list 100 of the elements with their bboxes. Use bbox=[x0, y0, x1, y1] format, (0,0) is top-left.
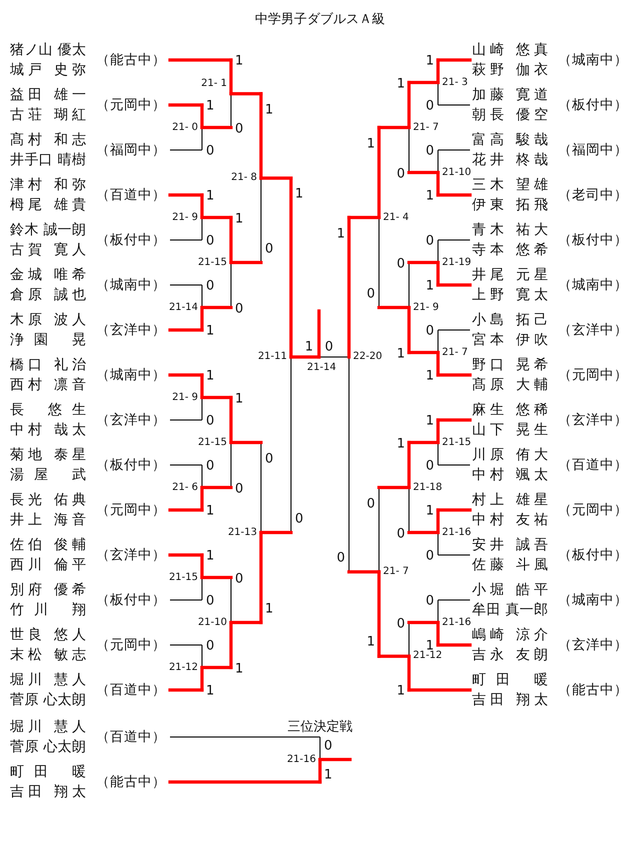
game-count: 0 bbox=[396, 167, 405, 180]
school-name: （板付中） bbox=[96, 456, 166, 475]
player-name: 長光 佑典 bbox=[10, 491, 86, 510]
school-name: （元岡中） bbox=[96, 501, 166, 520]
match-score: 21- 7 bbox=[413, 122, 439, 132]
school-name: （板付中） bbox=[558, 231, 628, 250]
game-count: 0 bbox=[265, 452, 274, 465]
school-name: （元岡中） bbox=[96, 96, 166, 115]
player-name: 井尾 元星 bbox=[472, 266, 548, 285]
player-name: 朝長 優空 bbox=[472, 106, 548, 125]
game-count: 1 bbox=[206, 684, 214, 698]
player-name: 長 悠生 bbox=[10, 401, 86, 420]
player-name: 髙村 和志 bbox=[10, 131, 86, 150]
match-score: 21-13 bbox=[228, 528, 257, 538]
player-name: 町田 暖 bbox=[472, 671, 548, 690]
game-count: 0 bbox=[235, 122, 244, 135]
match-score: 21- 0 bbox=[172, 122, 198, 132]
player-name: 伊東 拓飛 bbox=[472, 196, 548, 215]
game-count: 0 bbox=[426, 460, 434, 472]
player-name: 菊地 泰星 bbox=[10, 446, 86, 465]
game-count: 1 bbox=[235, 54, 244, 68]
player-name: 中村 哉太 bbox=[10, 421, 86, 440]
game-count: 1 bbox=[366, 137, 375, 150]
game-count: 1 bbox=[235, 392, 244, 405]
match-score: 21-11 bbox=[258, 352, 287, 362]
player-name: 吉田 翔太 bbox=[472, 691, 548, 710]
player-name: 野口 晃希 bbox=[472, 356, 548, 375]
player-name: 別府 優希 bbox=[10, 581, 86, 600]
player-name: 栂尾 雄貴 bbox=[10, 196, 86, 215]
game-count: 0 bbox=[206, 414, 214, 428]
game-count: 0 bbox=[206, 280, 214, 292]
player-name: 金城 唯希 bbox=[10, 266, 86, 285]
game-count: 1 bbox=[265, 602, 274, 615]
school-name: （板付中） bbox=[558, 546, 628, 565]
school-name: （玄洋中） bbox=[558, 636, 628, 655]
school-name: （城南中） bbox=[96, 276, 166, 295]
game-count: 0 bbox=[396, 527, 405, 540]
game-count: 0 bbox=[324, 340, 334, 354]
player-name: 末松 敏志 bbox=[10, 646, 86, 665]
match-score: 21- 6 bbox=[172, 482, 198, 492]
match-score: 21-19 bbox=[442, 258, 472, 268]
game-count: 0 bbox=[426, 234, 434, 248]
player-name: 小堀 皓平 bbox=[472, 581, 548, 600]
match-score: 21-10 bbox=[442, 168, 472, 178]
player-name: 小島 拓己 bbox=[472, 311, 548, 330]
player-name: 菅原 心太朗 bbox=[10, 691, 86, 710]
school-name: （百道中） bbox=[96, 186, 166, 205]
player-name: 古荘 瑚紅 bbox=[10, 106, 86, 125]
game-count: 1 bbox=[324, 768, 332, 782]
match-score: 21- 9 bbox=[172, 392, 198, 402]
match-score: 21-15 bbox=[198, 258, 227, 268]
school-name: （城南中） bbox=[96, 366, 166, 385]
game-count: 0 bbox=[295, 512, 304, 525]
player-name: 川原 侑大 bbox=[472, 446, 548, 465]
player-name: 城戸 史弥 bbox=[10, 61, 86, 80]
game-count: 1 bbox=[336, 227, 345, 240]
player-name: 吉永 友朗 bbox=[472, 646, 548, 665]
match-score: 21- 3 bbox=[442, 78, 468, 88]
match-score: 21-18 bbox=[413, 482, 442, 492]
match-score: 21- 4 bbox=[383, 212, 409, 222]
game-count: 0 bbox=[426, 100, 434, 112]
player-name: 猪ノ山 優太 bbox=[10, 41, 86, 60]
school-name: （玄洋中） bbox=[558, 321, 628, 340]
game-count: 0 bbox=[426, 550, 434, 562]
player-name: 萩野 伽衣 bbox=[472, 61, 548, 80]
game-count: 0 bbox=[235, 572, 244, 585]
player-name: 山下 晃生 bbox=[472, 421, 548, 440]
player-name: 上野 寛太 bbox=[472, 286, 548, 305]
game-count: 1 bbox=[265, 103, 274, 116]
school-name: （板付中） bbox=[96, 231, 166, 250]
player-name: 中村 颯太 bbox=[472, 466, 548, 485]
player-name: 湯屋 武 bbox=[10, 466, 86, 485]
match-score: 21-12 bbox=[413, 651, 442, 662]
game-count: 0 bbox=[366, 287, 375, 300]
match-score: 21-15 bbox=[442, 438, 472, 448]
player-name: 嶋崎 涼介 bbox=[472, 626, 548, 645]
player-name: 世良 悠人 bbox=[10, 626, 86, 645]
player-name: 佐伯 俊輔 bbox=[10, 536, 86, 555]
player-name: 宮本 伊吹 bbox=[472, 331, 548, 350]
player-name: 佐藤 斗風 bbox=[472, 556, 548, 575]
player-name: 堀川 慧人 bbox=[10, 671, 86, 690]
school-name: （福岡中） bbox=[96, 141, 166, 160]
school-name: （板付中） bbox=[558, 96, 628, 115]
game-count: 1 bbox=[206, 504, 214, 518]
school-name: （元岡中） bbox=[558, 366, 628, 385]
school-name: （百道中） bbox=[96, 728, 166, 747]
game-count: 1 bbox=[366, 636, 375, 649]
school-name: （玄洋中） bbox=[558, 411, 628, 430]
game-count: 1 bbox=[426, 190, 434, 202]
player-name: 牟田 真一郎 bbox=[472, 601, 548, 620]
school-name: （玄洋中） bbox=[96, 546, 166, 565]
game-count: 0 bbox=[206, 234, 214, 248]
player-name: 西村 凛音 bbox=[10, 376, 86, 395]
player-name: 吉田 翔太 bbox=[10, 783, 86, 802]
match-score: 21-16 bbox=[286, 754, 316, 764]
player-name: 津村 和弥 bbox=[10, 176, 86, 195]
player-name: 麻生 悠稀 bbox=[472, 401, 548, 420]
game-count: 0 bbox=[206, 594, 214, 608]
player-name: 井上 海音 bbox=[10, 511, 86, 530]
match-score: 21-16 bbox=[442, 528, 472, 538]
